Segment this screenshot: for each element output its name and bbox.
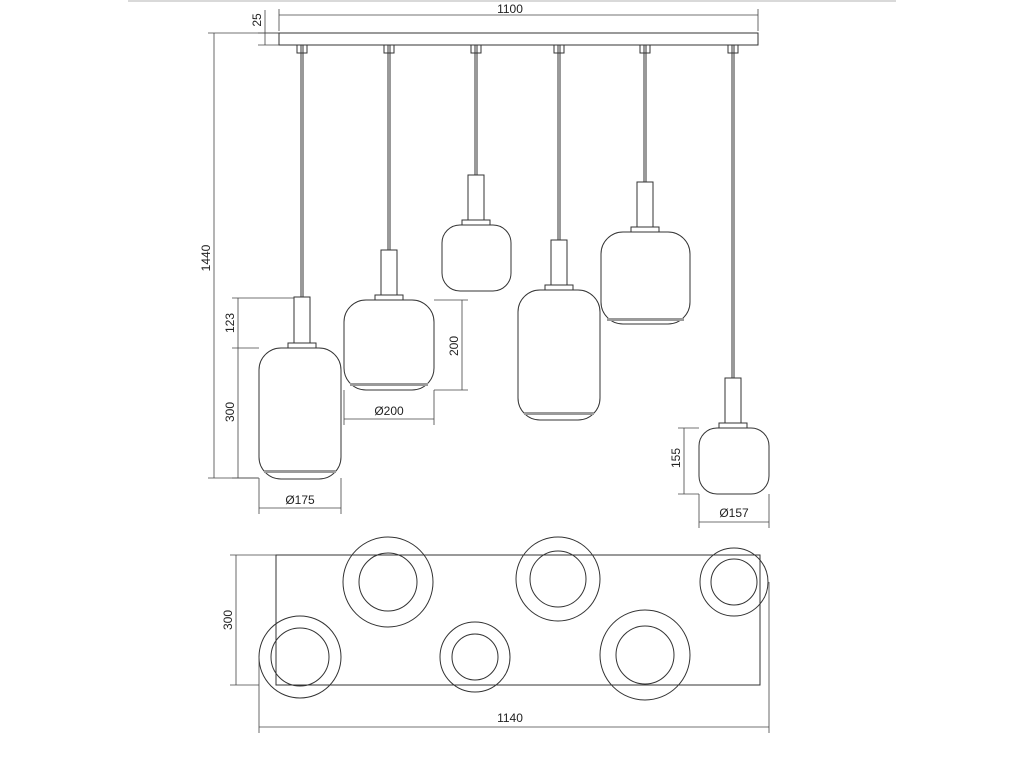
dimension-plan-depth: 300	[221, 554, 276, 686]
canopy-bar	[278, 32, 759, 46]
label-large-height: 300	[223, 402, 237, 422]
elevation-view: 1100 25 1440	[199, 2, 770, 528]
label-canopy-height: 25	[250, 13, 264, 27]
label-medium-diameter: Ø200	[374, 404, 404, 418]
label-neck-height: 123	[223, 313, 237, 333]
plan-view: 300 1140	[221, 536, 770, 733]
plan-shade-4	[258, 615, 342, 699]
dimension-canopy-height: 25	[250, 10, 279, 46]
pendant-small-low	[698, 44, 770, 495]
plan-canopy-outline	[275, 554, 761, 686]
label-canopy-width: 1100	[497, 2, 523, 16]
dimension-large-height: 300	[223, 348, 259, 479]
dimension-medium-diameter: Ø200	[343, 390, 435, 425]
dimension-small-height: 155	[669, 427, 699, 495]
dimension-small-diameter: Ø157	[698, 494, 770, 528]
label-total-height: 1440	[199, 244, 213, 271]
label-small-height: 155	[669, 448, 683, 468]
plan-shade-3	[699, 547, 769, 617]
dimension-neck-height: 123	[223, 297, 294, 349]
label-plan-depth: 300	[221, 610, 235, 630]
header-rule	[128, 0, 896, 2]
pendant-medium-right	[600, 44, 691, 325]
label-medium-height: 200	[447, 336, 461, 356]
pendant-large-left	[258, 44, 342, 480]
dimension-plan-width: 1140	[258, 582, 770, 733]
dimension-large-diameter: Ø175	[258, 478, 342, 514]
dimension-medium-height: 200	[434, 299, 468, 391]
label-small-diameter: Ø157	[719, 506, 749, 520]
plan-shade-5	[439, 621, 511, 693]
plan-shade-1	[342, 536, 434, 628]
pendant-tall-center	[517, 44, 601, 421]
pendant-small-high	[441, 44, 512, 292]
dimension-canopy-width: 1100	[278, 2, 759, 31]
label-large-diameter: Ø175	[285, 493, 315, 507]
plan-shade-6	[599, 609, 691, 701]
plan-shade-2	[515, 536, 601, 622]
dimension-total-height: 1440	[199, 32, 279, 479]
pendant-medium-wide	[343, 44, 435, 391]
label-plan-width: 1140	[497, 711, 523, 725]
